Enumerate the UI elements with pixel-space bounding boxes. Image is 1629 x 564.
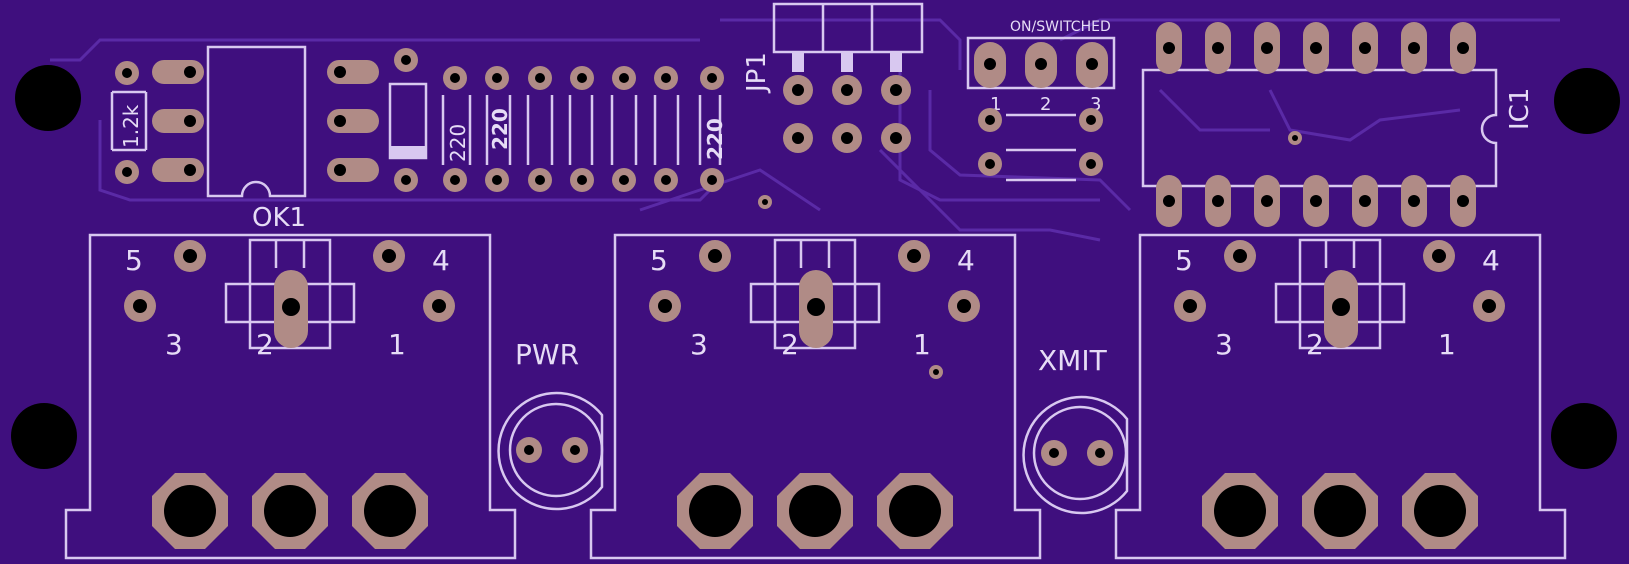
xmit-label: XMIT <box>1038 344 1108 377</box>
resistor-pads-top <box>443 66 724 90</box>
mount-hole-top-right <box>1554 68 1620 134</box>
resistor-1k2-label: 1.2k <box>119 104 143 148</box>
on-switched-label: ON/SWITCHED <box>1010 19 1111 35</box>
mount-hole-top-left <box>15 65 81 131</box>
ic1-label: IC1 <box>1505 88 1535 130</box>
via <box>929 365 943 379</box>
jumper-jp1: JP1 <box>742 2 924 153</box>
jp1-label: JP1 <box>742 52 772 94</box>
switch-on-switched: ON/SWITCHED 1 2 3 <box>966 19 1116 182</box>
din2-pin3-label: 3 <box>690 328 708 361</box>
copper-traces <box>50 18 1560 242</box>
resistor-220-b-label: 220 <box>488 108 512 150</box>
din3-pin2-label: 2 <box>1306 328 1324 361</box>
resistor-220-a-label: 220 <box>446 124 470 162</box>
jumper-pin-2: 2 <box>1040 94 1051 115</box>
jumper-pin-1: 1 <box>990 94 1001 115</box>
optocoupler-ok1: OK1 <box>152 45 379 233</box>
din2-pin2-label: 2 <box>781 328 799 361</box>
led-pwr: PWR <box>497 338 604 511</box>
resistor-1k2: 1.2k <box>110 61 148 184</box>
din3-pin1-label: 1 <box>1438 328 1456 361</box>
led-xmit: XMIT <box>1022 344 1129 515</box>
din2-pin1-label: 1 <box>913 328 931 361</box>
din1-pin2-label: 2 <box>256 328 274 361</box>
jumper-pin-3: 3 <box>1090 94 1101 115</box>
ic1-pads-bottom <box>1156 175 1476 227</box>
din-jack-3: 5 4 3 2 1 <box>1114 233 1567 560</box>
din3-pin3-label: 3 <box>1215 328 1233 361</box>
din3-pin4-label: 4 <box>1482 244 1500 277</box>
mounting-holes <box>11 65 1620 469</box>
resistor-220-c-label: 220 <box>703 118 727 160</box>
pwr-label: PWR <box>515 338 579 371</box>
din2-pin4-label: 4 <box>957 244 975 277</box>
diode <box>388 48 428 192</box>
mount-hole-bottom-right <box>1551 403 1617 469</box>
din-jack-2: 5 4 3 2 1 <box>589 233 1042 560</box>
mount-hole-bottom-left <box>11 403 77 469</box>
ic1-pads-top <box>1156 22 1476 74</box>
din3-pin5-label: 5 <box>1175 244 1193 277</box>
din-jack-1: 5 4 3 2 1 <box>64 233 517 560</box>
resistor-array: 220 220 220 <box>441 66 772 209</box>
ic-ic1: IC1 <box>1141 22 1535 227</box>
din1-pin1-label: 1 <box>388 328 406 361</box>
din1-pin4-label: 4 <box>432 244 450 277</box>
ok1-label: OK1 <box>252 203 306 233</box>
din2-pin5-label: 5 <box>650 244 668 277</box>
din1-pin5-label: 5 <box>125 244 143 277</box>
din1-pin3-label: 3 <box>165 328 183 361</box>
resistor-pads-bottom <box>443 168 724 192</box>
